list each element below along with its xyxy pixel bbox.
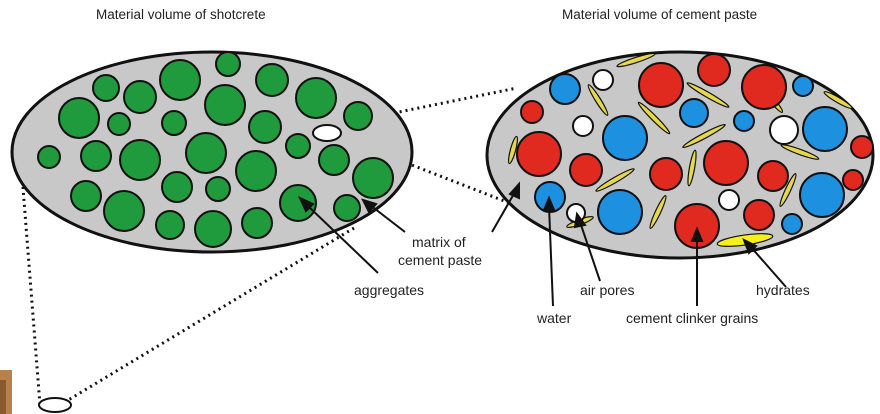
title-cement-paste: Material volume of cement paste [562,7,757,22]
zoom-line-left-vertical [22,175,40,405]
photo-fragment-shade [0,380,6,414]
aggregate [104,191,144,231]
aggregate [71,181,101,211]
water-particle [782,214,802,234]
aggregate [124,81,156,113]
clinker-grain [650,158,682,190]
water-particle [550,74,580,104]
label-water: water [536,310,572,326]
aggregate [256,64,288,96]
clinker-grain [570,154,602,186]
water-particle [680,99,708,127]
aggregate [156,211,184,239]
aggregate [286,134,310,158]
arrow-hydrates [750,246,786,287]
aggregate [186,133,226,173]
water-particle [734,111,754,131]
water-particle [603,116,647,160]
aggregate [296,78,336,118]
title-shotcrete: Material volume of shotcrete [96,7,266,22]
zoom-window-ellipse [313,125,341,141]
aggregate [216,52,240,76]
clinker-grain [742,65,786,109]
aggregate [319,145,349,175]
clinker-grain [758,161,788,191]
water-particle [598,190,642,234]
aggregate [249,111,281,143]
aggregate [81,141,111,171]
label-matrix-line1: matrix of [412,234,466,250]
aggregate [195,211,231,247]
clinker-grain [639,63,683,107]
aggregate [38,146,60,168]
air-pore [573,116,593,136]
water-particle [793,76,813,96]
aggregate [344,102,372,130]
clinker-grain [851,136,873,158]
air-pore [593,70,613,90]
aggregate [353,158,393,198]
aggregate [162,172,192,202]
cement-paste-volume [487,51,873,258]
aggregate [93,75,119,101]
sample-marker-ellipse [39,398,71,412]
aggregate [242,208,272,238]
clinker-grain [704,141,748,185]
aggregate [162,111,186,135]
aggregate [206,177,230,201]
water-particle [803,107,847,151]
label-matrix-line2: cement paste [398,252,482,268]
water-particle [800,173,844,217]
aggregate [236,151,276,191]
shotcrete-volume [12,52,412,252]
aggregate [120,140,160,180]
aggregate [108,113,130,135]
clinker-grain [843,170,863,190]
label-aggregates: aggregates [354,282,424,298]
air-pore [719,190,739,210]
air-pore [770,116,798,144]
aggregate [160,60,200,100]
label-air-pores: air pores [580,282,634,298]
label-hydrates: hydrates [756,282,810,298]
clinker-grain [744,200,774,230]
clinker-grain [517,132,561,176]
arrow-matrix-left [370,205,405,232]
clinker-grain [521,101,543,123]
clinker-grain [698,54,730,86]
aggregate [59,98,99,138]
label-cement-clinker-grains: cement clinker grains [626,310,758,326]
zoom-line-left-diagonal [60,228,354,405]
aggregate [205,85,245,125]
aggregate [334,195,360,221]
